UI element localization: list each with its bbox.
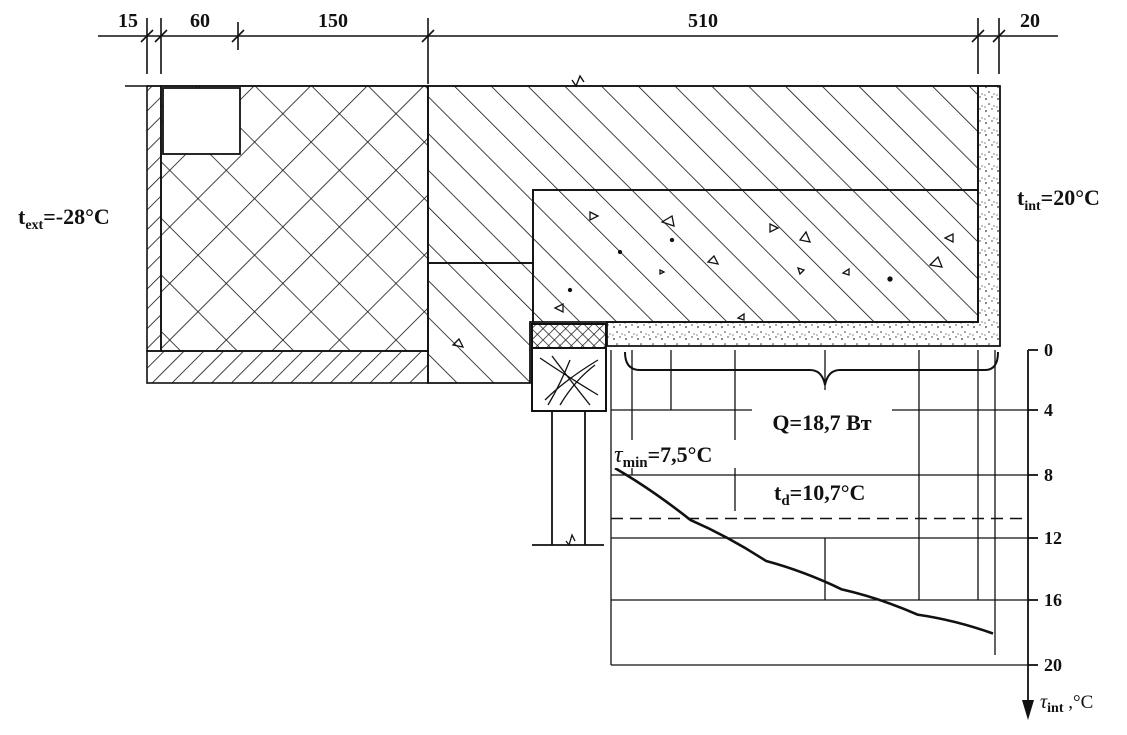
outside-temperature-label: text=-28°C	[18, 204, 110, 233]
dim-150: 150	[318, 10, 348, 32]
concrete-aggregate	[451, 210, 954, 348]
break-mark-top	[571, 74, 585, 88]
axis-label: τint ,°C	[1040, 691, 1093, 716]
tau-min-label: τmin=7,5°C	[614, 442, 712, 471]
window-seal	[531, 323, 607, 349]
dimension-line	[98, 18, 1058, 84]
masonry-lower	[427, 262, 534, 384]
air-pocket	[162, 87, 241, 155]
outer-facing-layer	[146, 85, 162, 352]
dim-510: 510	[688, 10, 718, 32]
window-sash	[532, 411, 604, 547]
tick-4: 4	[1044, 400, 1053, 420]
inside-temperature-label: tint=20°C	[1017, 185, 1100, 214]
temperature-curve	[614, 467, 994, 635]
tick-12: 12	[1044, 528, 1062, 548]
axis-arrow	[1022, 700, 1034, 720]
dim-15: 15	[118, 10, 138, 32]
td-label-bg	[768, 478, 918, 508]
tick-0: 0	[1044, 340, 1053, 360]
heat-flow-label: Q=18,7 Вт	[772, 410, 871, 435]
temperature-grid	[610, 350, 1028, 666]
tick-8: 8	[1044, 465, 1053, 485]
dew-point-label: td=10,7°C	[774, 480, 865, 509]
concrete-slab	[532, 189, 979, 323]
tau-min-label-bg	[614, 440, 736, 468]
bottom-facing-strip	[146, 350, 429, 384]
tick-20: 20	[1044, 655, 1062, 675]
window-frame-wood	[539, 355, 599, 406]
dim-60: 60	[190, 10, 210, 32]
dim-20: 20	[1020, 10, 1040, 32]
tick-16: 16	[1044, 590, 1062, 610]
temperature-axis	[1027, 349, 1038, 710]
q-label-bg	[752, 408, 892, 436]
heat-flow-brace	[624, 351, 999, 386]
